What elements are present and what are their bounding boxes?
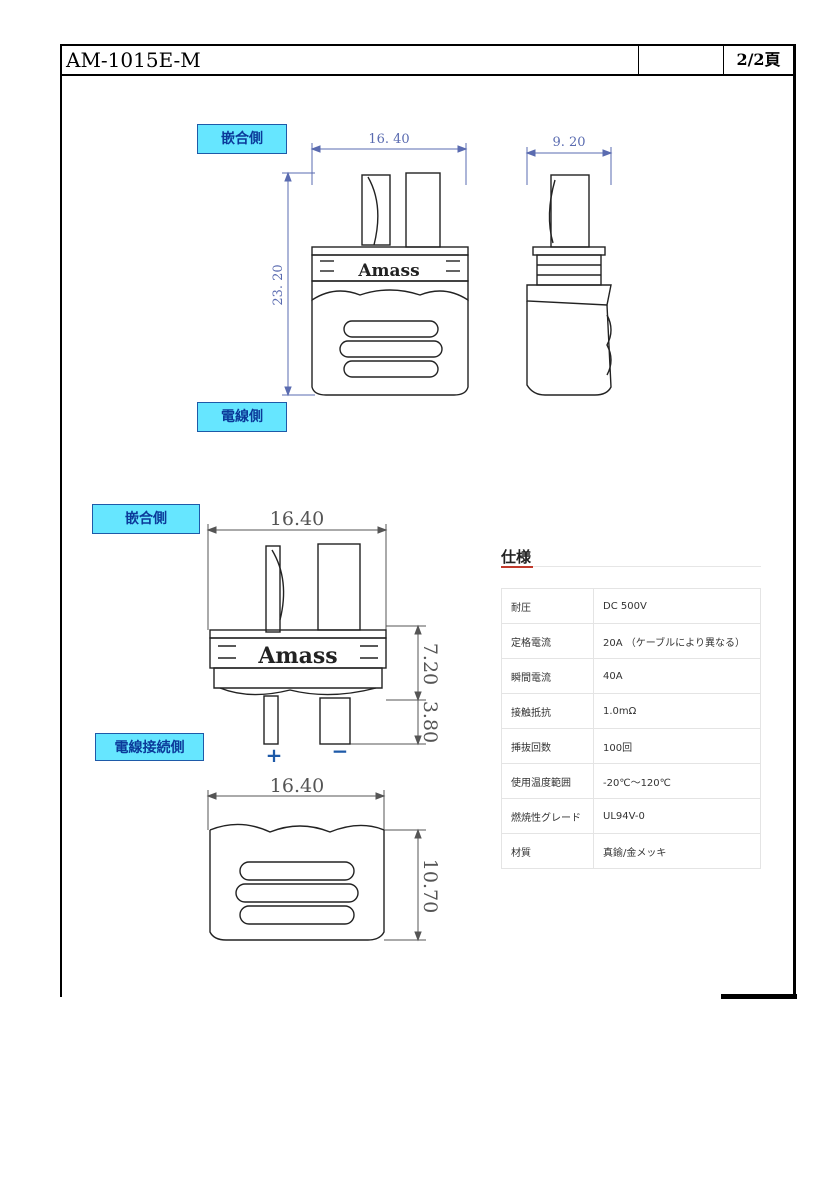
spec-title: 仕様 bbox=[501, 548, 532, 566]
spec-divider bbox=[501, 566, 761, 567]
spec-key: 使用温度範囲 bbox=[501, 763, 594, 799]
table-row: 使用温度範囲-20℃～120℃ bbox=[501, 763, 761, 799]
spec-value: 40A bbox=[593, 658, 761, 694]
spec-key: 耐圧 bbox=[501, 588, 594, 624]
dim-height-bottom-2: 3.80 bbox=[419, 701, 441, 743]
spec-key: 燃焼性グレード bbox=[501, 798, 594, 834]
spec-key: 挿抜回数 bbox=[501, 728, 594, 764]
spec-value: UL94V-0 bbox=[593, 798, 761, 834]
dim-height-top: 23. 20 bbox=[271, 264, 286, 305]
positive-terminal-mark: + bbox=[266, 743, 283, 767]
dim-width-top: 16. 40 bbox=[368, 132, 409, 147]
brand-logo-top: Amass bbox=[357, 261, 419, 281]
frame-corner-bar bbox=[721, 994, 797, 999]
title-block: AM-1015E-M 2/2頁 bbox=[60, 44, 796, 76]
spec-key: 材質 bbox=[501, 833, 594, 869]
brand-logo-bottom: Amass bbox=[257, 643, 337, 669]
dim-height-lower: 10.70 bbox=[419, 859, 441, 913]
dim-height-bottom-1: 7.20 bbox=[419, 643, 441, 685]
spec-value: 20A （ケーブルにより異なる） bbox=[593, 623, 761, 659]
spec-key: 定格電流 bbox=[501, 623, 594, 659]
spec-value: DC 500V bbox=[593, 588, 761, 624]
table-row: 材質真鍮/金メッキ bbox=[501, 833, 761, 869]
spec-key: 接触抵抗 bbox=[501, 693, 594, 729]
page-number: 2/2頁 bbox=[736, 50, 781, 69]
dim-width-lower: 16.40 bbox=[270, 775, 324, 797]
label-wire-side-top: 電線側 bbox=[197, 402, 287, 432]
title-block-blank-cell bbox=[639, 46, 724, 74]
spec-value: 1.0mΩ bbox=[593, 693, 761, 729]
top-side-view-drawing: 9. 20 bbox=[525, 135, 613, 396]
label-mating-side-top: 嵌合側 bbox=[197, 124, 287, 154]
bottom-wire-view-drawing: 16.40 10.70 bbox=[206, 775, 441, 942]
negative-terminal-mark: − bbox=[332, 739, 349, 763]
spec-value: -20℃～120℃ bbox=[593, 763, 761, 799]
top-front-view-drawing: 16. 40 23. 20 Amass bbox=[271, 132, 469, 397]
label-wire-connection-side: 電線接続側 bbox=[95, 733, 204, 761]
dim-side-width-top: 9. 20 bbox=[552, 135, 585, 150]
spec-divider-accent bbox=[501, 566, 533, 568]
spec-value: 100回 bbox=[593, 728, 761, 764]
spec-key: 瞬間電流 bbox=[501, 658, 594, 694]
label-mating-side-bottom: 嵌合側 bbox=[92, 504, 200, 534]
dim-width-bottom: 16.40 bbox=[270, 508, 324, 530]
spec-value: 真鍮/金メッキ bbox=[593, 833, 761, 869]
bottom-front-view-drawing: 16.40 7.20 3.80 Amass + − bbox=[206, 508, 441, 767]
document-number: AM-1015E-M bbox=[62, 46, 639, 74]
